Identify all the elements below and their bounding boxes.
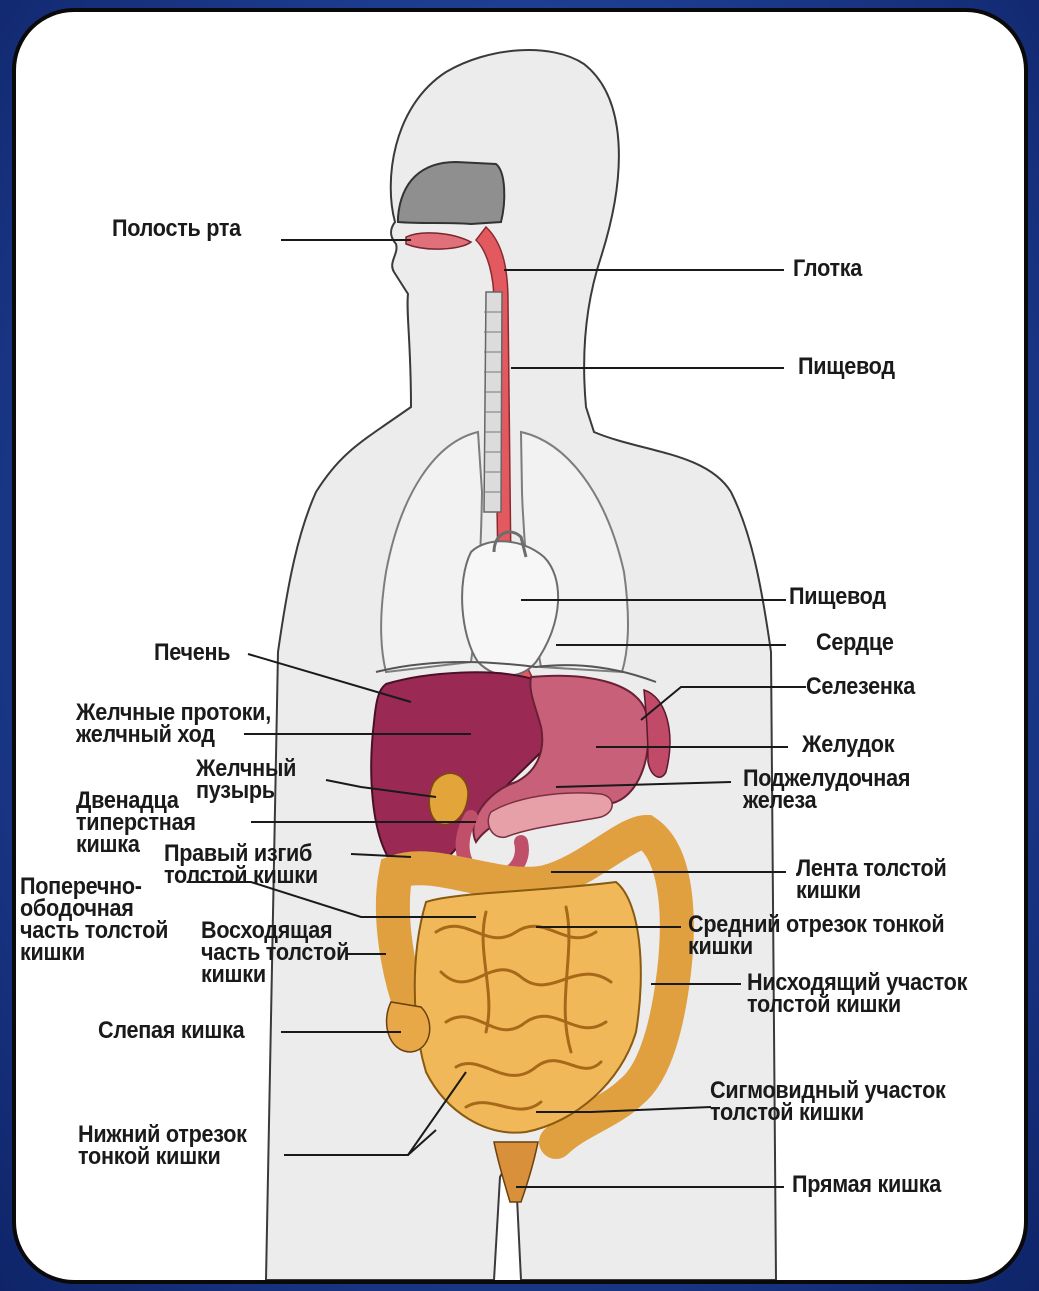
label-pharynx: Глотка bbox=[793, 258, 862, 280]
label-pancreas: Поджелудочная железа bbox=[743, 768, 910, 812]
label-stomach: Желудок bbox=[802, 734, 894, 756]
label-cecum: Слепая кишка bbox=[98, 1020, 244, 1042]
label-descending-colon: Нисходящий участок толстой кишки bbox=[747, 972, 967, 1016]
label-colon-band: Лента толстой кишки bbox=[796, 858, 946, 902]
label-gallbladder: Желчный пузырь bbox=[196, 758, 296, 802]
label-heart: Сердце bbox=[816, 632, 894, 654]
label-esophagus-mid: Пищевод bbox=[789, 586, 886, 608]
trachea bbox=[484, 292, 502, 512]
label-right-flexure: Правый изгиб толстой кишки bbox=[164, 843, 318, 887]
label-jejunum: Средний отрезок тонкой кишки bbox=[688, 914, 944, 958]
label-ascending-colon: Восходящая часть толстой кишки bbox=[201, 920, 349, 986]
label-spleen: Селезенка bbox=[806, 676, 915, 698]
label-liver: Печень bbox=[154, 642, 230, 664]
label-bile-ducts: Желчные протоки, желчный ход bbox=[76, 702, 271, 746]
diagram-panel: Полость рта Глотка Пищевод Пищевод Сердц… bbox=[12, 8, 1028, 1284]
label-mouth: Полость рта bbox=[112, 218, 241, 240]
label-ileum: Нижний отрезок тонкой кишки bbox=[78, 1124, 247, 1168]
label-transverse-colon: Поперечно- ободочная часть толстой кишки bbox=[20, 876, 168, 964]
label-rectum: Прямая кишка bbox=[792, 1174, 941, 1196]
label-sigmoid: Сигмовидный участок толстой кишки bbox=[710, 1080, 946, 1124]
label-esophagus-top: Пищевод bbox=[798, 356, 895, 378]
